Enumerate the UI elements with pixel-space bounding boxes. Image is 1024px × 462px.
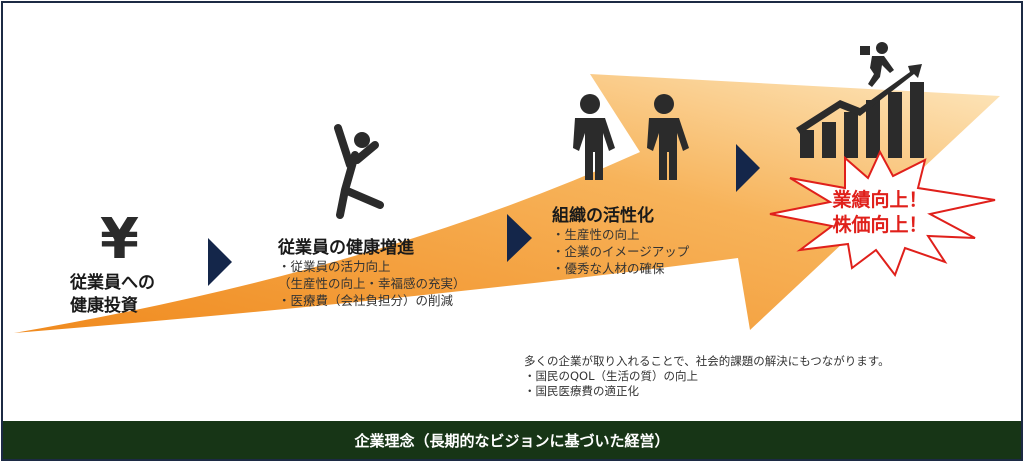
stage-4-title-line: 業績向上！: [832, 189, 928, 211]
stage-2-bullet: ・従業員の活力向上: [278, 259, 391, 274]
social-impact-note: 多くの企業が取り入れることで、社会的課題の解決にもつながります。 ・国民のQOL…: [524, 354, 890, 399]
stage-1-title-line: 健康投資: [70, 296, 138, 316]
stage-1-title-line: 従業員への: [70, 273, 155, 293]
note-bullet: ・国民のQOL（生活の質）の向上: [524, 369, 699, 383]
stage-3: 組織の活性化 ・生産性の向上 ・企業のイメージアップ ・優秀な人材の確保: [552, 201, 689, 277]
growth-chart-runner-icon: [796, 42, 924, 158]
stage-3-title: 組織の活性化: [552, 206, 654, 226]
stage-4-title-line: 株価向上！: [832, 214, 928, 236]
corporate-philosophy-banner: 企業理念（長期的なビジョンに基づいた経営）: [3, 421, 1021, 459]
starburst-badge: [769, 149, 996, 278]
chevron-right-icon: [208, 238, 232, 286]
businessmen-icon: [573, 94, 689, 180]
stage-3-bullet: ・生産性の向上: [552, 227, 640, 242]
stage-3-bullet: ・優秀な人材の確保: [552, 261, 665, 276]
growth-arrow: [14, 74, 1000, 333]
note-lead: 多くの企業が取り入れることで、社会的課題の解決にもつながります。: [524, 354, 890, 368]
yen-icon: ¥: [100, 207, 139, 272]
stage-2-bullet: ・医療費（会社負担分）の削減: [278, 293, 454, 308]
stage-3-bullet: ・企業のイメージアップ: [552, 244, 690, 259]
jumping-person-icon: [334, 124, 384, 219]
stage-2-title: 従業員の健康増進: [278, 238, 414, 258]
note-bullet: ・国民医療費の適正化: [524, 384, 639, 398]
chevron-right-icon: [507, 214, 532, 262]
stage-1-title: 従業員への 健康投資: [70, 272, 155, 318]
stage-2-bullet: （生産性の向上・幸福感の充実）: [278, 276, 466, 291]
stage-4-title: 業績向上！ 株価向上！: [820, 188, 940, 238]
chevron-right-icon: [736, 144, 760, 192]
stage-2: 従業員の健康増進 ・従業員の活力向上 （生産性の向上・幸福感の充実） ・医療費（…: [278, 233, 466, 309]
